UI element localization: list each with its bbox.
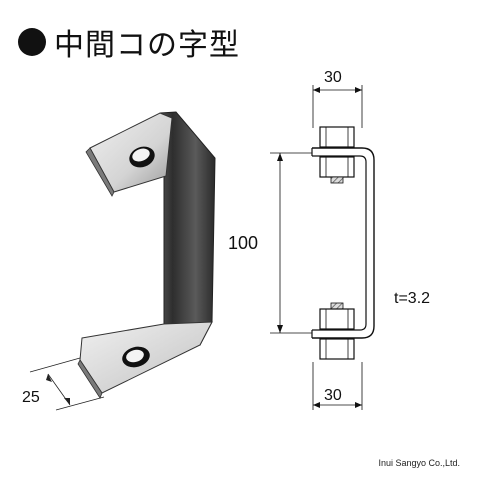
dim-thickness: t=3.2 [394, 290, 430, 307]
bullet-icon [18, 28, 46, 56]
bracket-profile [312, 147, 375, 339]
bottom-bolt [319, 302, 355, 360]
top-bolt [319, 126, 355, 184]
bracket-3d: 25 [22, 111, 216, 411]
page-title: 中間コの字型 [54, 28, 240, 63]
dim-top-width: 30 [324, 69, 342, 86]
dim-bottom-width: 30 [324, 387, 342, 404]
dim-side-width: 25 [22, 389, 40, 406]
title-row: 中間コの字型 [18, 22, 240, 63]
dim-height: 100 [228, 233, 258, 253]
company-name: Inui Sangyo Co.,Ltd. [378, 458, 460, 468]
technical-view [270, 85, 375, 410]
